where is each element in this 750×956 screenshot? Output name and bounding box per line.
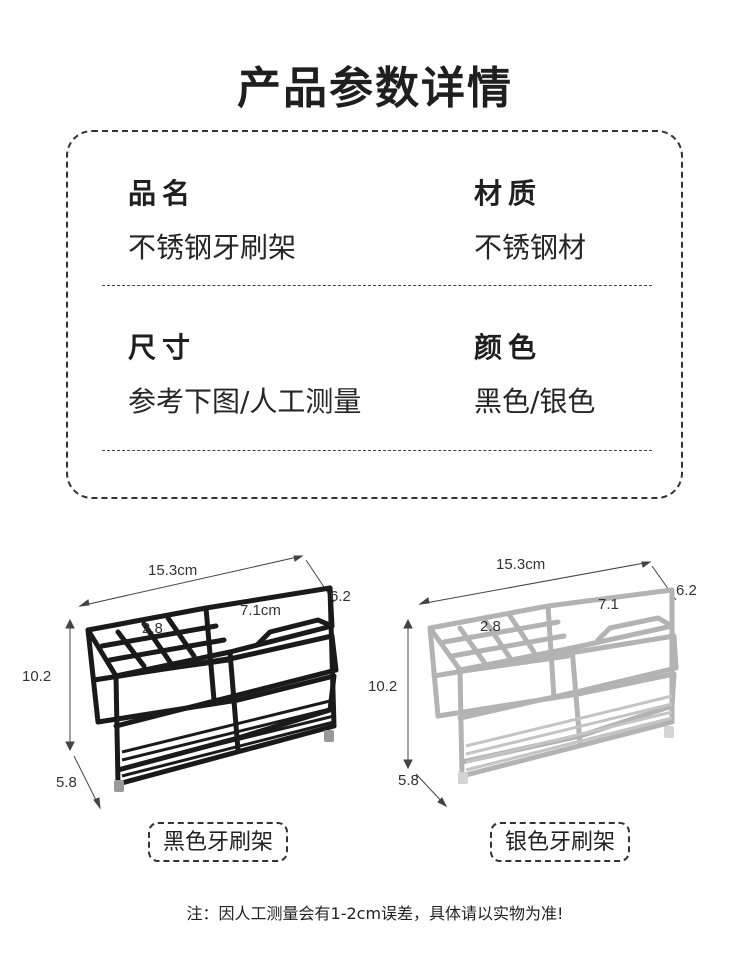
measurement-note: 注：因人工测量会有1-2cm误差，具体请以实物为准! — [186, 904, 564, 923]
length-label: 15.3cm — [496, 556, 546, 573]
compartment-label: 7.1cm — [240, 602, 281, 619]
depth-label: 6.2 — [330, 588, 351, 605]
slot-label: 2.8 — [480, 618, 501, 635]
silver-holder-caption: 银色牙刷架 — [490, 822, 630, 862]
height-label: 10.2 — [22, 668, 52, 685]
black-holder-caption: 黑色牙刷架 — [148, 822, 288, 862]
spec-divider — [102, 285, 652, 286]
width-label: 5.8 — [56, 774, 77, 791]
silver-holder-figure: 15.3cm 6.2 7.1 2.8 10.2 5.8 — [368, 540, 725, 840]
color-value: 黑色/银色 — [474, 385, 596, 418]
size-label: 尺寸 — [128, 331, 197, 364]
name-value: 不锈钢牙刷架 — [128, 231, 297, 264]
silver-holder-drawing — [403, 561, 679, 808]
material-value: 不锈钢材 — [474, 231, 587, 264]
spec-divider — [102, 450, 652, 451]
size-value: 参考下图/人工测量 — [128, 385, 362, 418]
color-label: 颜色 — [474, 331, 543, 364]
page-title: 产品参数详情 — [237, 63, 513, 114]
compartment-label: 7.1 — [598, 596, 619, 613]
depth-label: 6.2 — [676, 582, 697, 599]
width-label: 5.8 — [398, 772, 419, 789]
spec-table: 品名 不锈钢牙刷架 材质 不锈钢材 尺寸 参考下图/人工测量 颜色 黑色/银色 — [66, 130, 683, 499]
height-label: 10.2 — [368, 678, 398, 695]
material-label: 材质 — [474, 177, 543, 210]
slot-label: 2.8 — [142, 620, 163, 637]
black-holder-drawing — [65, 555, 339, 810]
name-label: 品名 — [128, 177, 197, 210]
length-label: 15.3cm — [148, 562, 198, 579]
black-holder-figure: 15.3cm 6.2 7.1cm 2.8 10.2 5.8 — [18, 540, 363, 840]
